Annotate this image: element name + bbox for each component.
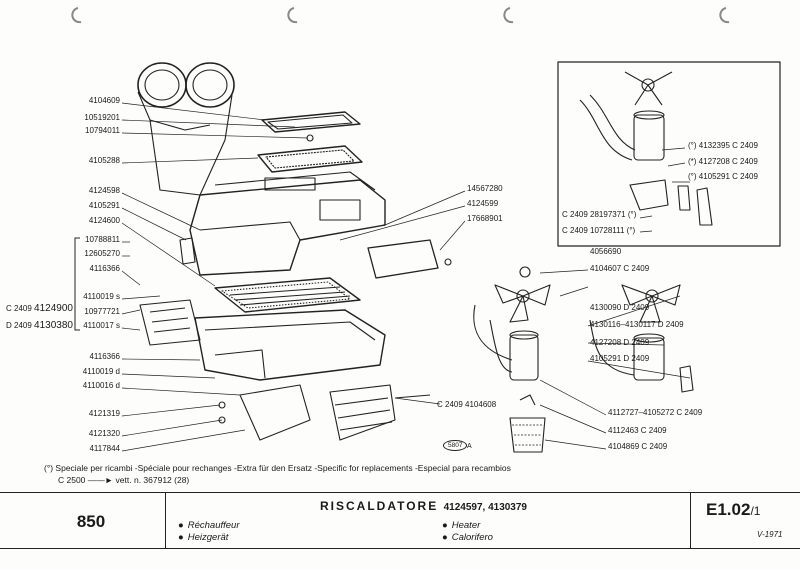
cover-plate-drawing	[367, 239, 452, 279]
part-label: 10794011	[85, 126, 120, 135]
part-label: 4130090 D 2409	[590, 303, 650, 312]
part-label: 4130116–4130117 D 2409	[590, 320, 684, 329]
part-label: 4121320	[88, 429, 120, 438]
binder-hole-icon	[719, 7, 730, 24]
part-label-number: 4130380	[34, 320, 73, 331]
part-label: (°) 4132395 C 2409	[688, 141, 758, 150]
revision-date: V-1971	[757, 530, 783, 539]
part-label: 4116366	[89, 352, 120, 361]
part-label: 4110017 s	[83, 321, 120, 330]
part-label: (*) 4127208 C 2409	[688, 157, 758, 166]
blower-motor-drawing	[473, 266, 694, 453]
radiator-core-drawing	[214, 277, 361, 313]
top-gasket-drawing	[257, 111, 363, 173]
part-label: 4104869 C 2409	[608, 442, 668, 451]
part-label-prefix: C 2409	[6, 304, 35, 313]
part-label: 10977721	[84, 307, 120, 316]
part-label: 4110016 d	[82, 381, 120, 390]
part-label: (°) 4105291 C 2409	[688, 172, 758, 181]
lang-de: ●Heizgerät	[178, 532, 229, 543]
replacement-note: (°) Speciale per ricambi -Spéciale pour …	[44, 463, 511, 473]
part-label: C 2409 28197371 (°)	[562, 210, 637, 219]
catalog-reference-sub: /1	[750, 504, 761, 518]
vehicle-number-note: C 2500 ——► vett. n. 367912 (28)	[58, 475, 190, 485]
part-label-far-left: C 2409 4124900	[6, 304, 73, 314]
part-label: 4104607 C 2409	[590, 264, 650, 273]
part-label: 4112463 C 2409	[608, 426, 667, 435]
part-label: C 2409 10728111 (°)	[562, 226, 636, 235]
part-label: 4105291	[88, 201, 120, 210]
binder-hole-icon	[71, 7, 82, 24]
leader-lines	[121, 102, 466, 452]
part-label: 4121319	[88, 409, 120, 418]
lang-es: ●Calorifero	[442, 532, 493, 543]
part-label: 4124598	[88, 186, 120, 195]
part-label: 12605270	[84, 249, 120, 258]
part-label-number: 4124900	[34, 303, 73, 314]
model-number: 850	[76, 512, 106, 531]
part-label: 4124599	[467, 199, 499, 208]
part-label: 4117844	[89, 444, 120, 453]
lang-en: ●Heater	[442, 520, 481, 531]
part-label: 4110019 d	[82, 367, 120, 376]
part-label: 10788811	[85, 235, 120, 244]
heater-upper-housing-drawing	[179, 171, 386, 276]
lang-de-text: Heizgerät	[187, 532, 229, 543]
lang-fr-text: Réchauffeur	[187, 520, 240, 531]
part-label: 4110019 s	[83, 292, 120, 301]
catalog-reference-main: E1.02	[706, 500, 751, 519]
part-label: 4105288	[88, 156, 120, 165]
part-label-prefix: D 2409	[6, 321, 35, 330]
binder-hole-icon	[287, 7, 298, 24]
part-label: 4124600	[88, 216, 120, 225]
binder-hole-icon	[503, 7, 514, 24]
part-label: 4112727–4105272 C 2409	[608, 408, 703, 417]
part-label: 4056690	[590, 247, 622, 256]
part-label: 14567280	[467, 184, 503, 193]
catalog-reference: E1.02/1	[706, 500, 760, 520]
part-label-far-left: D 2409 4130380	[6, 321, 73, 331]
page-title: RISCALDATORE 4124597, 4130379	[320, 499, 527, 513]
footer-divider	[165, 492, 166, 548]
heater-lower-housing-drawing	[139, 299, 386, 381]
part-label: 17668901	[467, 214, 503, 223]
part-label: 4105291 D 2409	[590, 354, 650, 363]
page-title-numbers: 4124597, 4130379	[443, 502, 527, 513]
lang-es-text: Calorifero	[451, 532, 493, 543]
footer-divider	[690, 492, 691, 548]
part-label: 4104609	[88, 96, 120, 105]
part-label: 4116366	[89, 264, 120, 273]
part-label: 4127208 D 2409	[590, 338, 650, 347]
lang-en-text: Heater	[451, 520, 481, 531]
exploded-drawing	[121, 61, 781, 453]
binder-holes	[71, 7, 730, 24]
drawing-number-badge: 5807	[443, 440, 468, 451]
footer-top-rule	[0, 492, 800, 493]
flap-lever-drawing	[218, 384, 431, 441]
page-title-text: RISCALDATORE	[320, 499, 439, 513]
inset-box	[557, 61, 781, 247]
footer-bottom-rule	[0, 548, 800, 549]
label-bracket	[74, 237, 80, 331]
air-duct-drawing	[137, 62, 235, 196]
part-label-c2409-mid: C 2409 4104608	[437, 400, 497, 409]
part-label: 10519201	[84, 113, 120, 122]
drawing-letter: A	[467, 443, 472, 450]
lang-fr: ●Réchauffeur	[178, 520, 240, 531]
